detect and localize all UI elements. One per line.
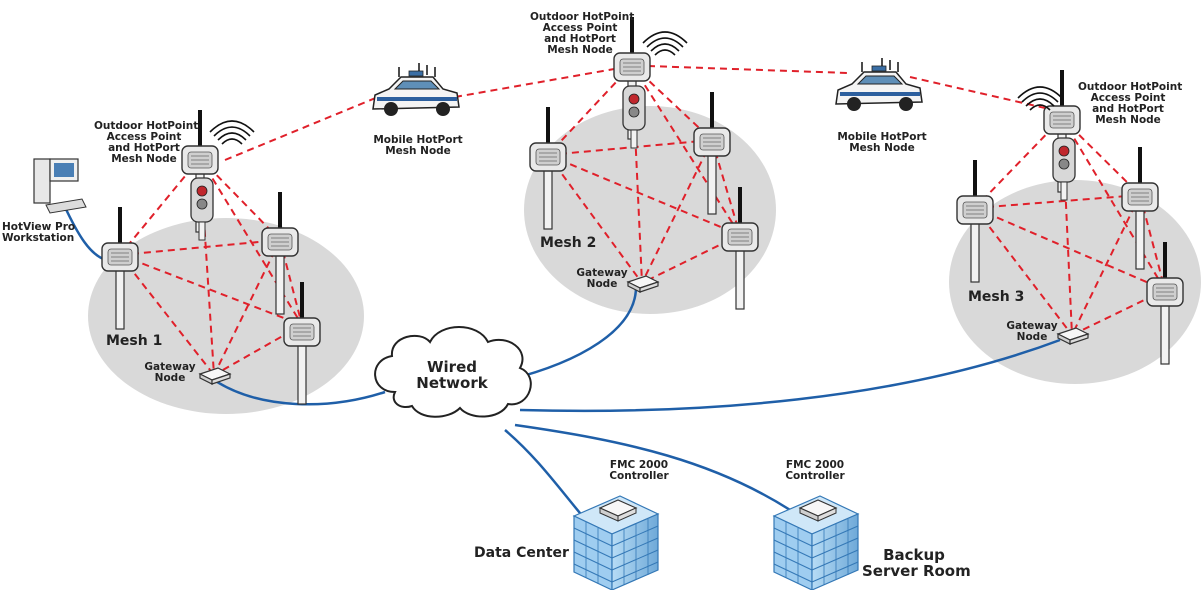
mobile-hotport-left-label: Mobile HotPort Mesh Node	[373, 134, 463, 158]
hotview-label: HotView Pro Workstation	[2, 221, 76, 245]
outdoor-hotpoint-right-label: Outdoor HotPoint Access Point and HotPor…	[1078, 81, 1183, 127]
mobile-hotport-right-label: Mobile HotPort Mesh Node	[837, 131, 927, 155]
fmc-controller-left-label: FMC 2000 Controller	[609, 459, 669, 483]
mesh-3-label: Mesh 3	[968, 289, 1025, 305]
wired-network-label: Wired Network	[416, 358, 488, 392]
fmc-controller-right-label: FMC 2000 Controller	[785, 459, 845, 483]
building-icon	[573, 495, 659, 590]
cloud-icon	[374, 326, 532, 418]
gateway-node-3-label: Gateway Node	[1006, 320, 1058, 344]
wireless-signal-icon	[209, 120, 255, 145]
data-center-label: Data Center	[474, 545, 569, 561]
outdoor-hotpoint-left-label: Outdoor HotPoint Access Point and HotPor…	[94, 120, 199, 166]
gateway-node-1-label: Gateway Node	[144, 361, 196, 385]
workstation-icon	[33, 158, 87, 214]
mesh-1-label: Mesh 1	[106, 333, 163, 349]
wireless-signal-icon	[642, 31, 688, 56]
backup-server-room-label: Backup Server Room	[862, 546, 971, 580]
mesh-1-area	[88, 218, 364, 414]
police-car-icon	[835, 57, 923, 112]
mesh-2-label: Mesh 2	[540, 235, 597, 251]
building-icon	[773, 495, 859, 590]
outdoor-hotpoint-center-label: Outdoor HotPoint Access Point and HotPor…	[530, 11, 635, 57]
gateway-node-2-label: Gateway Node	[576, 267, 628, 291]
police-car-icon	[372, 62, 460, 117]
